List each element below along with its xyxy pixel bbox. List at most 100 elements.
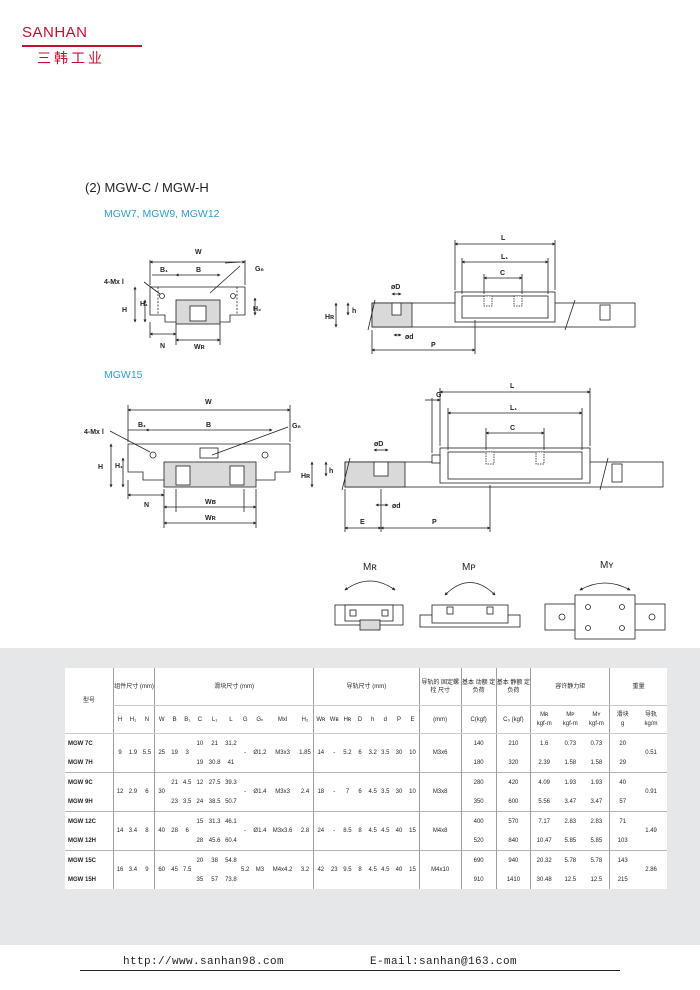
table-cell: 0.73 xyxy=(557,733,584,753)
table-cell: 103 xyxy=(609,831,636,851)
end-view-small: W B₁ B Gₙ 4-Mx l H H₁ H₂ N Wʀ xyxy=(104,249,264,351)
model-cell: MGW 7C xyxy=(65,733,114,753)
table-cell: 38 xyxy=(206,850,224,870)
col-header-moment: 容许静力矩 xyxy=(530,668,610,706)
table-cell: 3.47 xyxy=(564,798,577,805)
col-header-bolt: 导轨的 固定螺栓 尺寸 xyxy=(418,668,462,706)
table-cell: 4.5 xyxy=(366,772,379,812)
table-cell: 9.5 xyxy=(341,850,354,889)
table-cell: 320 xyxy=(495,753,531,773)
label-c: C xyxy=(500,270,505,277)
table-cell: M3x3 xyxy=(268,733,297,773)
col-sub-header: D xyxy=(353,705,367,734)
table-cell: 21 xyxy=(206,733,224,753)
col-header-block: 滑块尺寸 (mm) xyxy=(154,668,314,706)
footer-website[interactable]: http://www.sanhan98.com xyxy=(123,956,285,968)
table-cell: 1.58 xyxy=(590,759,603,766)
table-cell: 10 xyxy=(406,733,420,773)
table-cell: 3.2 xyxy=(366,733,379,773)
footer-email[interactable]: E-mail:sanhan@163.com xyxy=(370,956,518,968)
table-cell: 2.8 xyxy=(296,811,314,851)
label-w-15: W xyxy=(205,399,212,406)
table-cell: 4.5 xyxy=(180,772,194,792)
table-cell: 14 xyxy=(112,811,127,851)
col-sub-header: L₁ xyxy=(206,705,224,734)
weight-name-label: 导轨 xyxy=(645,711,658,718)
table-cell: 46.1 xyxy=(223,811,239,831)
table-cell: 21 xyxy=(168,772,181,792)
table-cell: 520 xyxy=(460,831,496,851)
table-cell: 45 xyxy=(168,850,181,889)
table-cell: 40 xyxy=(391,850,407,889)
label-p: P xyxy=(431,342,436,349)
table-cell: 940 xyxy=(495,850,531,870)
col-sub-header: E xyxy=(406,705,420,734)
table-cell: 41 xyxy=(227,759,235,766)
table-cell: 12.5 xyxy=(590,876,603,883)
table-cell: - xyxy=(238,772,252,812)
table-cell: 420 xyxy=(495,772,531,792)
table-cell: 2.4 xyxy=(296,772,314,812)
table-cell: 10 xyxy=(406,772,420,812)
col-sub-header: N xyxy=(139,705,155,734)
table-cell: 1410 xyxy=(495,870,531,889)
table-cell: 1.93 xyxy=(583,772,610,792)
table-cell: 20 xyxy=(193,850,207,870)
table-cell: 1.9 xyxy=(126,733,140,773)
label-mr: Mʀ xyxy=(363,562,377,573)
table-cell: 570 xyxy=(495,811,531,831)
table-cell: 57 xyxy=(609,792,636,812)
table-cell: 1.58 xyxy=(564,759,577,766)
table-cell: M3x3.6 xyxy=(268,811,297,851)
table-cell: 5.78 xyxy=(583,850,610,870)
table-cell: 25 xyxy=(154,733,169,773)
label-od-15: øD xyxy=(374,441,383,448)
model-cell: MGW 7H xyxy=(68,759,93,766)
table-cell: 27.5 xyxy=(206,772,224,792)
table-cell: M3 xyxy=(251,850,269,889)
table-cell: 7 xyxy=(341,772,354,812)
table-cell: - xyxy=(327,811,342,851)
table-cell: 31.2 xyxy=(223,733,239,753)
label-h1-15: H₁ xyxy=(115,463,123,470)
table-cell: 12 xyxy=(112,772,127,812)
label-mxl: 4-Mx l xyxy=(104,279,124,286)
table-cell: 8.5 xyxy=(341,811,354,851)
table-cell: 4.5 xyxy=(379,811,392,851)
label-b-15: B xyxy=(206,422,211,429)
model-cell: MGW 15C xyxy=(65,850,114,870)
table-cell: 30.48 xyxy=(530,870,558,889)
moment-mr-diagram: Mʀ xyxy=(334,562,404,631)
model-cell: MGW 12C xyxy=(65,811,114,831)
table-cell: 60.4 xyxy=(225,837,237,844)
label-od: øD xyxy=(391,284,400,291)
table-cell: 40 xyxy=(609,772,636,792)
label-wr: Wʀ xyxy=(194,344,206,351)
table-cell: 45.6 xyxy=(208,837,221,844)
table-cell: 15 xyxy=(406,811,420,851)
table-cell: 35 xyxy=(196,876,204,883)
table-cell: 5.85 xyxy=(564,837,577,844)
table-cell: 19 xyxy=(196,759,204,766)
table-cell: 6 xyxy=(353,733,367,773)
label-l1: L₁ xyxy=(501,254,508,261)
label-gn: Gₙ xyxy=(255,266,264,273)
col-sub-header: H₂ xyxy=(296,705,314,734)
label-n-15: N xyxy=(144,502,149,509)
table-cell: 215 xyxy=(609,870,636,889)
table-cell: 7.17 xyxy=(530,811,558,831)
label-hr: Hʀ xyxy=(325,314,335,321)
table-cell: 840 xyxy=(495,831,531,851)
table-cell: 180 xyxy=(460,753,496,773)
col-sub-header: Mxl xyxy=(268,705,297,734)
table-cell: - xyxy=(238,811,252,851)
section-title: (2) MGW-C / MGW-H xyxy=(85,180,209,195)
table-cell: 600 xyxy=(495,792,531,812)
table-cell: - xyxy=(327,733,342,773)
table-cell: 20.32 xyxy=(530,850,558,870)
table-cell: 3.5 xyxy=(379,772,392,812)
label-b1-15: B₁ xyxy=(138,422,146,429)
